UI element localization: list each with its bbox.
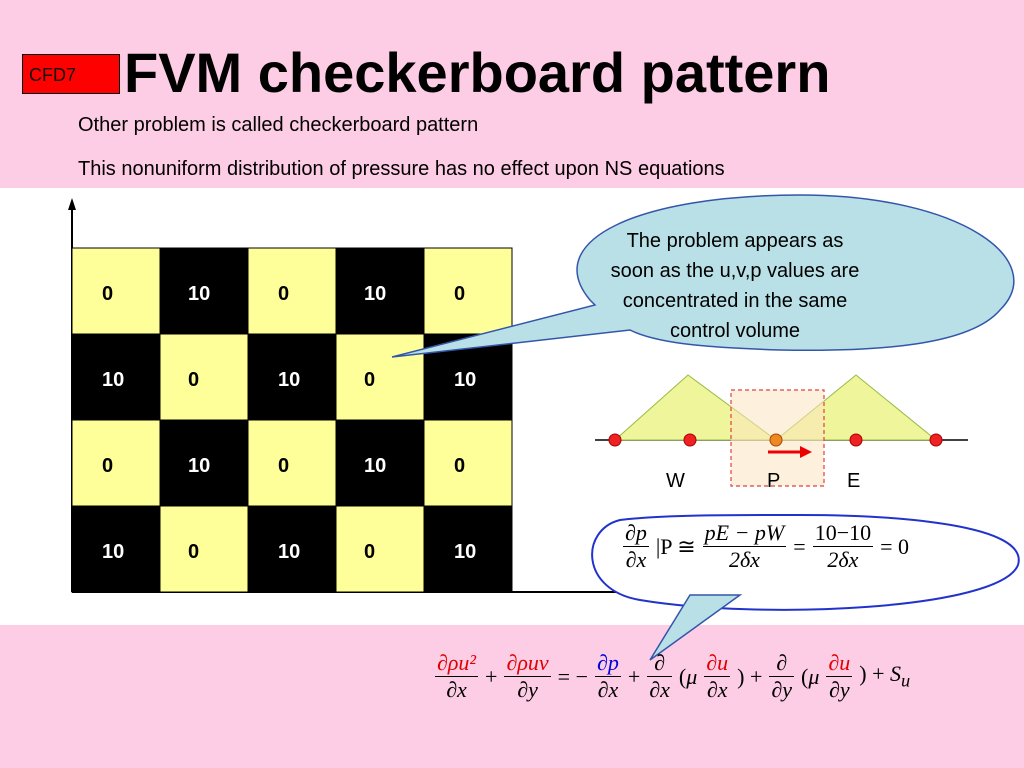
node-dot-e xyxy=(849,433,863,447)
grid-cell-value: 10 xyxy=(188,455,210,477)
grid-cell xyxy=(335,247,425,335)
callout-pointer xyxy=(649,594,743,661)
grid-cell-value: 0 xyxy=(364,369,375,391)
grid-cell-value: 0 xyxy=(188,541,199,563)
grid-cell-value: 10 xyxy=(102,541,124,563)
node-dot-w xyxy=(683,433,697,447)
grid-cell xyxy=(71,419,161,507)
grid-cell xyxy=(423,505,513,593)
grid-cell xyxy=(335,333,425,421)
grid-cell xyxy=(159,419,249,507)
momentum-equation: ∂ρu²∂x+∂ρuv∂y= −∂p∂x+∂∂x(μ∂u∂x) +∂∂y(μ∂u… xyxy=(435,650,911,702)
grid-cell-value: 0 xyxy=(188,369,199,391)
term-pressure-gradient: ∂p∂x xyxy=(594,650,621,702)
grid-cell xyxy=(423,419,513,507)
bubble-text: The problem appears as soon as the u,v,p… xyxy=(610,230,860,342)
y-axis-arrow-icon xyxy=(68,198,76,210)
grid-cell-value: 0 xyxy=(102,455,113,477)
grid-cell-value: 10 xyxy=(102,369,124,391)
grid-cell-value: 0 xyxy=(364,541,375,563)
grid-cell-value: 10 xyxy=(278,369,300,391)
term-diffusion-x-inner: ∂u∂x xyxy=(704,650,731,702)
checkerboard-grid: 0 10 0 10 0 10 0 10 0 10 0 10 0 10 0 10 0 10 0 10 xyxy=(71,247,513,593)
slide-badge: CFD7 xyxy=(22,54,120,94)
grid-cell xyxy=(71,333,161,421)
top-band xyxy=(0,0,1024,188)
subtitle-line-1: Other problem is called checkerboard pat… xyxy=(78,114,479,136)
source-term: S xyxy=(890,661,902,687)
label-w: W xyxy=(666,470,685,492)
dp-dx-fraction: ∂p∂x xyxy=(623,520,649,572)
label-p: P xyxy=(767,470,781,492)
grid-cell-value: 0 xyxy=(278,455,289,477)
node-dot-p xyxy=(769,433,783,447)
grid-cell-value: 10 xyxy=(454,541,476,563)
grid-cell-value: 0 xyxy=(454,283,465,305)
equation-result: = 0 xyxy=(880,533,910,559)
grid-cell xyxy=(335,505,425,593)
grid-cell-value: 10 xyxy=(278,541,300,563)
speech-bubble xyxy=(391,194,1015,358)
slide-title: FVM checkerboard pattern xyxy=(124,41,831,104)
equation-ellipse xyxy=(591,513,1020,611)
grid-cell xyxy=(247,247,337,335)
term-convective-y: ∂ρuv∂y xyxy=(504,650,551,702)
grid-cell xyxy=(159,333,249,421)
term-convective-x: ∂ρu²∂x xyxy=(435,650,479,702)
node-dot xyxy=(929,433,943,447)
grid-cell-value: 10 xyxy=(454,369,476,391)
bottom-band xyxy=(0,625,1024,768)
grid-cell-value: 10 xyxy=(364,455,386,477)
velocity-arrow-head-icon xyxy=(800,446,812,458)
term-diffusion-x-outer: ∂∂x xyxy=(647,650,672,702)
grid-cell xyxy=(71,505,161,593)
subtitle-line-2: This nonuniform distribution of pressure… xyxy=(78,158,725,180)
grid-cell-value: 0 xyxy=(278,283,289,305)
grid-cell-value: 10 xyxy=(364,283,386,305)
grid-cell xyxy=(423,247,513,335)
grid-cell-value: 0 xyxy=(102,283,113,305)
at-p-approx: |P ≅ xyxy=(655,533,696,559)
grid-cell xyxy=(247,505,337,593)
grid-cell-value: 0 xyxy=(454,455,465,477)
grid-cell xyxy=(247,419,337,507)
label-e: E xyxy=(847,470,861,492)
term-diffusion-y-inner: ∂u∂y xyxy=(826,650,853,702)
term-diffusion-y-outer: ∂∂y xyxy=(769,650,795,702)
grid-cell xyxy=(159,505,249,593)
grid-cell xyxy=(247,333,337,421)
grid-cell xyxy=(71,247,161,335)
source-term-subscript: u xyxy=(901,670,911,691)
grid-cell-value: 10 xyxy=(188,283,210,305)
grid-cell xyxy=(335,419,425,507)
node-dot xyxy=(608,433,622,447)
